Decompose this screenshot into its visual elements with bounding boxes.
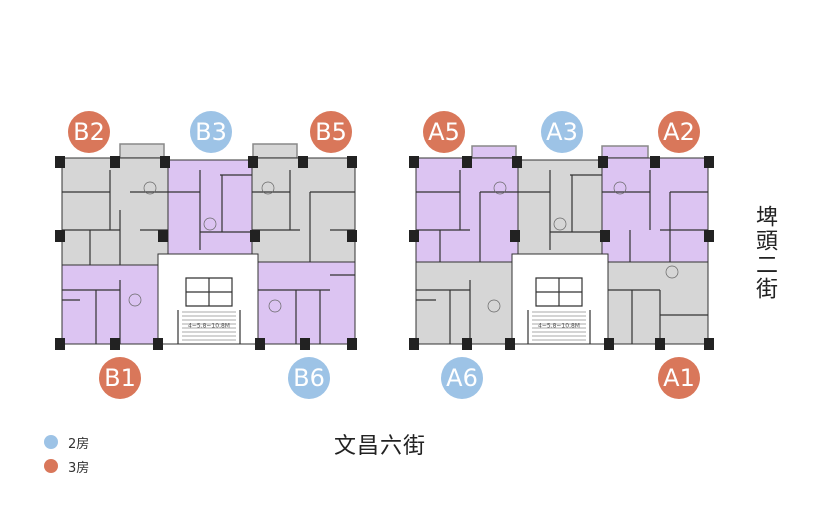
svg-text:A2: A2 (663, 118, 695, 146)
unit-area-a5 (415, 157, 519, 263)
svg-text:A6: A6 (446, 364, 478, 392)
unit-label-b5: B5 (310, 111, 352, 153)
legend: 2房 3房 (44, 430, 89, 478)
core-note-left: 4~5.8~10.8M (188, 323, 230, 330)
unit-area-b1 (61, 264, 159, 345)
unit-label-b2: B2 (68, 111, 110, 153)
unit-area-b6 (257, 261, 356, 345)
svg-text:B3: B3 (195, 118, 227, 146)
balcony-a2 (601, 145, 649, 159)
balcony-b5 (252, 143, 298, 159)
unit-label-a1: A1 (658, 357, 700, 399)
core-left (157, 253, 259, 345)
balcony-b2 (119, 143, 165, 159)
legend-dot-two-room (44, 435, 58, 449)
svg-text:B5: B5 (315, 118, 347, 146)
legend-item-three-room: 3房 (44, 454, 89, 478)
legend-dot-three-room (44, 459, 58, 473)
legend-item-two-room: 2房 (44, 430, 89, 454)
unit-label-a6: A6 (441, 357, 483, 399)
core-right (511, 253, 609, 345)
building-right: 4~5.8~10.8M (409, 145, 714, 350)
unit-area-b3 (167, 159, 253, 255)
unit-area-b2 (61, 157, 169, 266)
street-label-bottom: 文昌六街 (333, 434, 426, 459)
unit-label-b3: B3 (190, 111, 232, 153)
svg-text:A5: A5 (428, 118, 460, 146)
legend-label-three-room: 3房 (68, 460, 90, 476)
building-left: 4~5.8~10.8M (55, 143, 357, 350)
core-note-right: 4~5.8~10.8M (538, 323, 580, 330)
svg-text:A3: A3 (546, 118, 578, 146)
unit-area-a2 (601, 157, 709, 263)
unit-label-a3: A3 (541, 111, 583, 153)
svg-text:B2: B2 (73, 118, 105, 146)
unit-label-b1: B1 (99, 357, 141, 399)
unit-area-b5 (251, 157, 356, 263)
unit-label-a2: A2 (658, 111, 700, 153)
street-label-right: 埤頭二街 (752, 205, 777, 301)
unit-area-a3 (517, 159, 603, 255)
svg-text:B1: B1 (104, 364, 136, 392)
legend-label-two-room: 2房 (68, 436, 90, 452)
unit-area-a1 (607, 261, 709, 345)
unit-label-a5: A5 (423, 111, 465, 153)
balcony-a5 (471, 145, 517, 159)
svg-text:B6: B6 (293, 364, 325, 392)
svg-text:A1: A1 (663, 364, 695, 392)
unit-label-b6: B6 (288, 357, 330, 399)
unit-area-a6 (415, 261, 513, 345)
